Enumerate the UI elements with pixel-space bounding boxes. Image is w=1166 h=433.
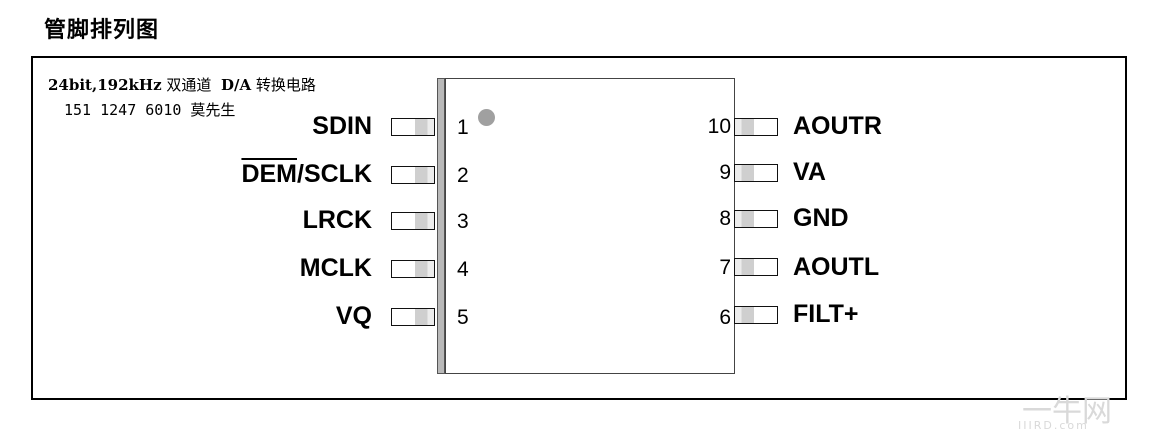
pin-number-1: 1 <box>457 116 469 139</box>
pin-name-3: LRCK <box>302 206 372 234</box>
pin-name-9: VA <box>793 158 826 186</box>
pin-lead-4 <box>391 260 435 278</box>
pin-number-8: 8 <box>719 207 731 230</box>
spec-label: 24bit,192kHz <box>48 76 162 94</box>
pin-lead-2 <box>391 166 435 184</box>
pin-lead-6 <box>734 306 778 324</box>
pin-name-2-rest: /SCLK <box>297 160 372 188</box>
pin-number-7: 7 <box>719 256 731 279</box>
pin-lead-9 <box>734 164 778 182</box>
pin1-marker-icon <box>478 109 495 126</box>
pin-name-4: MCLK <box>299 254 372 282</box>
pin-lead-1 <box>391 118 435 136</box>
watermark-url: IIIRD.com <box>1018 419 1089 432</box>
contact-text: 151 1247 6010 莫先生 <box>64 101 236 119</box>
pin-number-4: 4 <box>457 258 469 281</box>
channels-label: 双通道 <box>166 76 212 94</box>
chip-edge-stripe <box>437 78 445 374</box>
pin-lead-3 <box>391 212 435 230</box>
pin-name-5: VQ <box>335 302 372 330</box>
circuit-label: 转换电路 <box>255 76 316 94</box>
pin-number-9: 9 <box>719 161 731 184</box>
pin-number-5: 5 <box>457 306 469 329</box>
pin-number-3: 3 <box>457 210 469 233</box>
pin-name-2-overline: DEM <box>241 160 297 188</box>
chip-description: 24bit,192kHz 双通道 D/A 转换电路 <box>48 74 316 95</box>
type-label: D/A <box>220 76 252 94</box>
diagram-frame <box>31 56 1127 400</box>
pin-lead-5 <box>391 308 435 326</box>
pin-lead-10 <box>734 118 778 136</box>
pin-number-6: 6 <box>719 306 731 329</box>
pin-name-8: GND <box>793 204 849 232</box>
pin-name-7: AOUTL <box>793 253 880 281</box>
pin-name-6: FILT+ <box>793 300 859 328</box>
pin-name-2: DEM/SCLK <box>52 160 372 189</box>
pin-lead-7 <box>734 258 778 276</box>
pin-name-10: AOUTR <box>793 112 882 140</box>
pin-lead-8 <box>734 210 778 228</box>
pin-name-1: SDIN <box>312 112 372 140</box>
chip-body <box>445 78 735 374</box>
watermark-logo: 一牛网 <box>1022 394 1112 429</box>
page-title: 管脚排列图 <box>44 18 160 43</box>
pin-number-10: 10 <box>707 115 731 138</box>
pin-number-2: 2 <box>457 164 469 187</box>
